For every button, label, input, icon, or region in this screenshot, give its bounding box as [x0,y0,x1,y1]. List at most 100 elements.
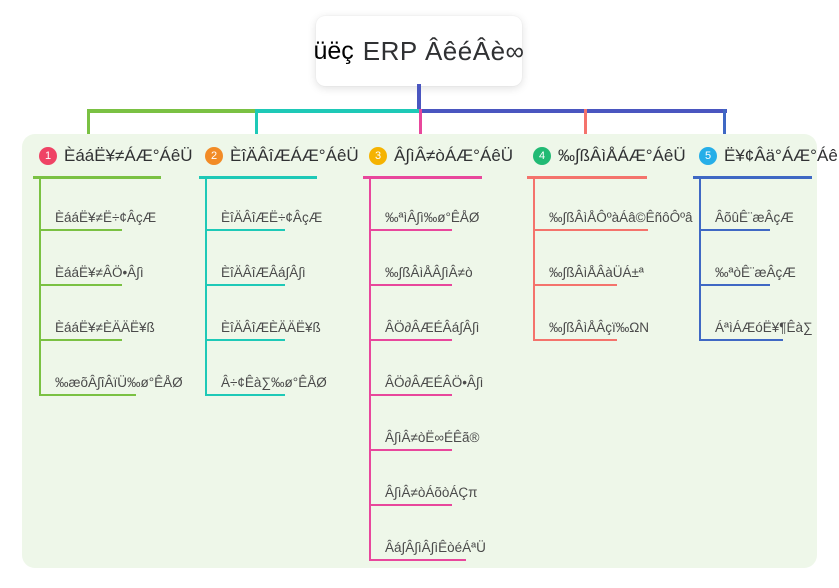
root-stem [417,84,421,113]
branch-item-label: ÈááË¥≠ÂÖ•Â∫ì [55,265,144,280]
branch-item-label: ÈááË¥≠Ë÷¢ÂçÆ [55,210,157,225]
branch-item-label: Âá∫Â∫ìÂ∫ìÊòéÁªÜ [385,540,486,555]
column-title-5: Ë¥¢Âä°ÁÆ°ÁêÜ [724,146,839,165]
column-badge-5: 5 [699,147,717,165]
thumbs-up-icon: üëç [313,36,354,65]
branch-item[interactable]: ÈááË¥≠ÂÖ•Â∫ì [39,252,144,286]
branch-item-label: ÈîÄÂîÆÂá∫Â∫ì [221,265,306,280]
column-spine-2 [205,178,207,396]
branch-item[interactable]: ÂÖ∂ÂÆÉÂÖ•Â∫ì [369,362,483,396]
branch-item[interactable]: ÂÖ∂ÂÆÉÂá∫Â∫ì [369,307,479,341]
root-node-erp-backend[interactable]: üëç ERP ÂêéÂè∞ [313,16,525,86]
column-header-1[interactable]: 1 ÈááË¥≠ÁÆ°ÁêÜ [39,146,193,166]
column-rule-1 [33,176,161,179]
column-header-4[interactable]: 4 ‰∫ßÂìÅÁÆ°ÁêÜ [533,146,686,166]
branch-item-label: ÂõûÊ¨æÂçÆ [715,210,794,225]
branch-item-underline [533,284,617,286]
column-title-4: ‰∫ßÂìÅÁÆ°ÁêÜ [558,146,686,165]
column-rule-4 [527,176,647,179]
branch-item[interactable]: ‰ªòÊ¨æÂçÆ [699,252,796,286]
branch-drop-4 [584,109,587,148]
trunk-segment-1 [87,109,259,113]
branch-item-underline [369,559,466,561]
column-spine-5 [699,178,701,341]
branch-item-label: ‰ªìÂ∫ì‰ø°ÊÅØ [385,210,480,225]
branch-item-label: ‰∫ßÂìÅÂ∫ìÂ≠ò [385,265,473,280]
branch-item-underline [533,229,648,231]
branch-item-underline [39,229,122,231]
branch-item-underline [369,339,452,341]
branch-column-4: 4 ‰∫ßÂìÅÁÆ°ÁêÜ ‰∫ßÂìÅÔºàÁâ©ÊñôÔºâ ‰∫ßÂìÅÂàÜ… [519,134,693,568]
branch-drop-5 [723,109,726,148]
branch-item-underline [533,339,617,341]
column-badge-3: 3 [369,147,387,165]
branch-item[interactable]: ‰∫ßÂìÅÂçï‰ΩN [533,307,649,341]
branch-item[interactable]: ÈááË¥≠Ë÷¢ÂçÆ [39,197,156,231]
branch-drop-2 [255,109,258,148]
trunk-segment-2 [255,109,423,113]
branch-item-underline [205,284,285,286]
column-title-1: ÈááË¥≠ÁÆ°ÁêÜ [64,146,193,165]
branch-item-label: ‰æõÂ∫îÂïÜ‰ø°ÊÅØ [55,375,183,390]
branch-item-underline [699,284,770,286]
branch-item-label: ÈîÄÂîÆÈÄÄË¥ß [221,320,321,335]
branch-item-label: Â÷¢Êà∑‰ø°ÊÅØ [221,375,327,390]
branch-item-underline [39,339,122,341]
branch-item[interactable]: Â∫ìÂ≠òË∞ÉÊã® [369,417,479,451]
branch-item[interactable]: ‰∫ßÂìÅÂ∫ìÂ≠ò [369,252,473,286]
branch-item-underline [369,504,452,506]
branch-item-label: ÈîÄÂîÆË÷¢ÂçÆ [221,210,323,225]
branch-item-underline [369,229,452,231]
branch-item[interactable]: ‰æõÂ∫îÂïÜ‰ø°ÊÅØ [39,362,183,396]
branch-item-label: Â∫ìÂ≠òÁõòÁÇπ [385,485,478,500]
branch-item-label: ÂÖ∂ÂÆÉÂÖ•Â∫ì [385,375,484,390]
branch-item-underline [369,394,452,396]
branch-item[interactable]: Âá∫Â∫ìÂ∫ìÊòéÁªÜ [369,527,486,561]
branch-item[interactable]: Â÷¢Êà∑‰ø°ÊÅØ [205,362,327,396]
column-header-2[interactable]: 2 ÈîÄÂîÆÁÆ°ÁêÜ [205,146,359,166]
branch-item[interactable]: ‰∫ßÂìÅÂàÜÁ±ª [533,252,644,286]
branch-column-5: 5 Ë¥¢Âä°ÁÆ°ÁêÜ ÂõûÊ¨æÂçÆ ‰ªòÊ¨æÂçÆ ÁªìÁÆóË¥¶… [685,134,839,568]
column-badge-2: 2 [205,147,223,165]
branch-item[interactable]: ÈááË¥≠ÈÄÄË¥ß [39,307,155,341]
column-badge-1: 1 [39,147,57,165]
branch-item-underline [205,394,285,396]
branch-item[interactable]: ‰ªìÂ∫ì‰ø°ÊÅØ [369,197,479,231]
branch-item-underline [369,284,452,286]
branch-item-label: Â∫ìÂ≠òË∞ÉÊã® [385,430,480,445]
branch-item-underline [39,394,136,396]
column-spine-1 [39,178,41,396]
branch-item[interactable]: ‰∫ßÂìÅÔºàÁâ©ÊñôÔºâ [533,197,693,231]
column-title-2: ÈîÄÂîÆÁÆ°ÁêÜ [230,146,359,165]
branch-item-label: ÁªìÁÆóË¥¶Êà∑ [715,320,813,335]
column-badge-4: 4 [533,147,551,165]
branch-item[interactable]: ÈîÄÂîÆË÷¢ÂçÆ [205,197,322,231]
branch-drop-3 [419,109,422,148]
branch-item-underline [699,229,770,231]
branch-item[interactable]: ÂõûÊ¨æÂçÆ [699,197,794,231]
branch-drop-1 [87,109,90,148]
branch-item-underline [205,339,285,341]
branch-item-label: ‰∫ßÂìÅÂàÜÁ±ª [549,265,644,280]
branch-item[interactable]: Â∫ìÂ≠òÁõòÁÇπ [369,472,477,506]
branch-item-label: ‰ªòÊ¨æÂçÆ [715,265,796,280]
column-rule-5 [693,176,812,179]
column-spine-3 [369,178,371,561]
column-header-5[interactable]: 5 Ë¥¢Âä°ÁÆ°ÁêÜ [699,146,839,166]
trunk-segment-3 [419,109,727,113]
column-spine-4 [533,178,535,341]
branch-item[interactable]: ÈîÄÂîÆÈÄÄË¥ß [205,307,321,341]
root-node-title: ERP ÂêéÂè∞ [362,35,525,66]
branch-item-label: ÈááË¥≠ÈÄÄË¥ß [55,320,155,335]
branch-item[interactable]: ÁªìÁÆóË¥¶Êà∑ [699,307,813,341]
branch-item-label: ÂÖ∂ÂÆÉÂá∫Â∫ì [385,320,480,335]
column-rule-3 [363,176,482,179]
branch-item-label: ‰∫ßÂìÅÂçï‰ΩN [549,320,650,335]
branch-item[interactable]: ÈîÄÂîÆÂá∫Â∫ì [205,252,306,286]
branch-item-underline [699,339,783,341]
